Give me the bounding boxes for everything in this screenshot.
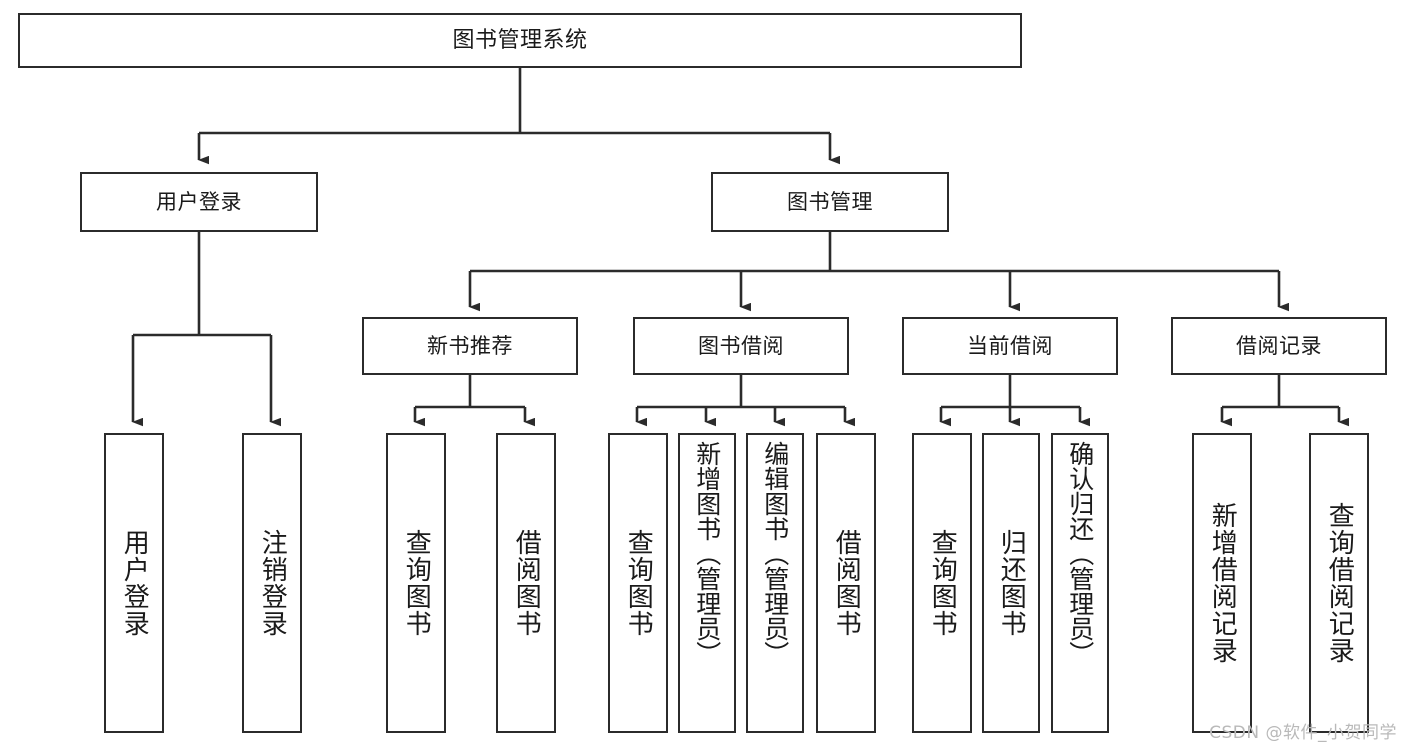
node-label: 查询借阅记录 [1324, 502, 1355, 664]
node-label: 确认归还（管理员） [1065, 441, 1095, 666]
leaf-query-book-new-rec[interactable]: 查询图书 [386, 433, 446, 733]
node-label: 注销登录 [257, 529, 288, 637]
node-label: 用户登录 [156, 189, 242, 214]
leaf-logout[interactable]: 注销登录 [242, 433, 302, 733]
node-label: 用户登录 [119, 529, 150, 637]
node-label: 查询图书 [401, 529, 432, 637]
node-label: 编辑图书（管理员） [760, 441, 790, 666]
leaf-query-borrow-record[interactable]: 查询借阅记录 [1309, 433, 1369, 733]
leaf-query-book-current[interactable]: 查询图书 [912, 433, 972, 733]
node-label: 归还图书 [996, 529, 1027, 637]
leaf-edit-book-admin[interactable]: 编辑图书（管理员） [746, 433, 804, 733]
leaf-return-book[interactable]: 归还图书 [982, 433, 1040, 733]
node-label: 当前借阅 [967, 333, 1053, 358]
node-book-borrow[interactable]: 图书借阅 [633, 317, 849, 375]
node-borrow-record[interactable]: 借阅记录 [1171, 317, 1387, 375]
leaf-borrow-book[interactable]: 借阅图书 [816, 433, 876, 733]
node-user-login[interactable]: 用户登录 [80, 172, 318, 232]
node-label: 图书管理系统 [452, 27, 588, 53]
node-root-book-management-system[interactable]: 图书管理系统 [18, 13, 1022, 68]
leaf-confirm-return-admin[interactable]: 确认归还（管理员） [1051, 433, 1109, 733]
leaf-add-book-admin[interactable]: 新增图书（管理员） [678, 433, 736, 733]
leaf-borrow-book-new-rec[interactable]: 借阅图书 [496, 433, 556, 733]
node-label: 图书借阅 [698, 333, 784, 358]
node-book-management[interactable]: 图书管理 [711, 172, 949, 232]
node-label: 新增图书（管理员） [692, 441, 722, 666]
leaf-user-login[interactable]: 用户登录 [104, 433, 164, 733]
node-label: 借阅图书 [511, 529, 542, 637]
node-new-book-recommend[interactable]: 新书推荐 [362, 317, 578, 375]
leaf-query-book-borrow[interactable]: 查询图书 [608, 433, 668, 733]
node-label: 查询图书 [623, 529, 654, 637]
node-label: 新书推荐 [427, 333, 513, 358]
node-current-borrow[interactable]: 当前借阅 [902, 317, 1118, 375]
node-label: 新增借阅记录 [1207, 502, 1238, 664]
node-label: 借阅图书 [831, 529, 862, 637]
node-label: 图书管理 [787, 189, 873, 214]
node-label: 查询图书 [927, 529, 958, 637]
csdn-watermark: CSDN @软件_小贺同学 [1209, 723, 1397, 743]
leaf-add-borrow-record[interactable]: 新增借阅记录 [1192, 433, 1252, 733]
node-label: 借阅记录 [1236, 333, 1322, 358]
